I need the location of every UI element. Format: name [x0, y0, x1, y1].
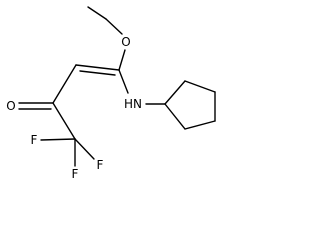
chemical-structure: O O HN F F F	[6, 6, 216, 181]
c3-c4-double-bond-outer	[75, 64, 120, 71]
ring-bond-5	[164, 103, 186, 130]
fluorine-right-label: F	[97, 158, 104, 172]
ring-bond-4	[184, 120, 216, 130]
c1-f-right-bond	[74, 138, 95, 160]
ketone-oxygen-label: O	[6, 99, 15, 113]
c1-c2-bond	[52, 102, 76, 140]
amine-label: HN	[124, 97, 142, 111]
c1-f-left-bond	[40, 138, 76, 141]
ring-bond-2	[184, 80, 216, 93]
ethyl-ch3-ch2-bond	[87, 6, 107, 20]
o-c4-bond	[118, 49, 126, 71]
c4-n-bond	[118, 69, 129, 94]
ring-bond-1	[164, 80, 186, 105]
fluorine-bottom-label: F	[72, 167, 79, 181]
c3-c4-double-bond-inner	[79, 70, 116, 76]
ether-oxygen-label: O	[121, 35, 130, 49]
fluorine-left-label: F	[31, 133, 38, 147]
ethyl-ch2-o-bond	[105, 18, 123, 35]
c2-c3-bond	[52, 64, 77, 104]
